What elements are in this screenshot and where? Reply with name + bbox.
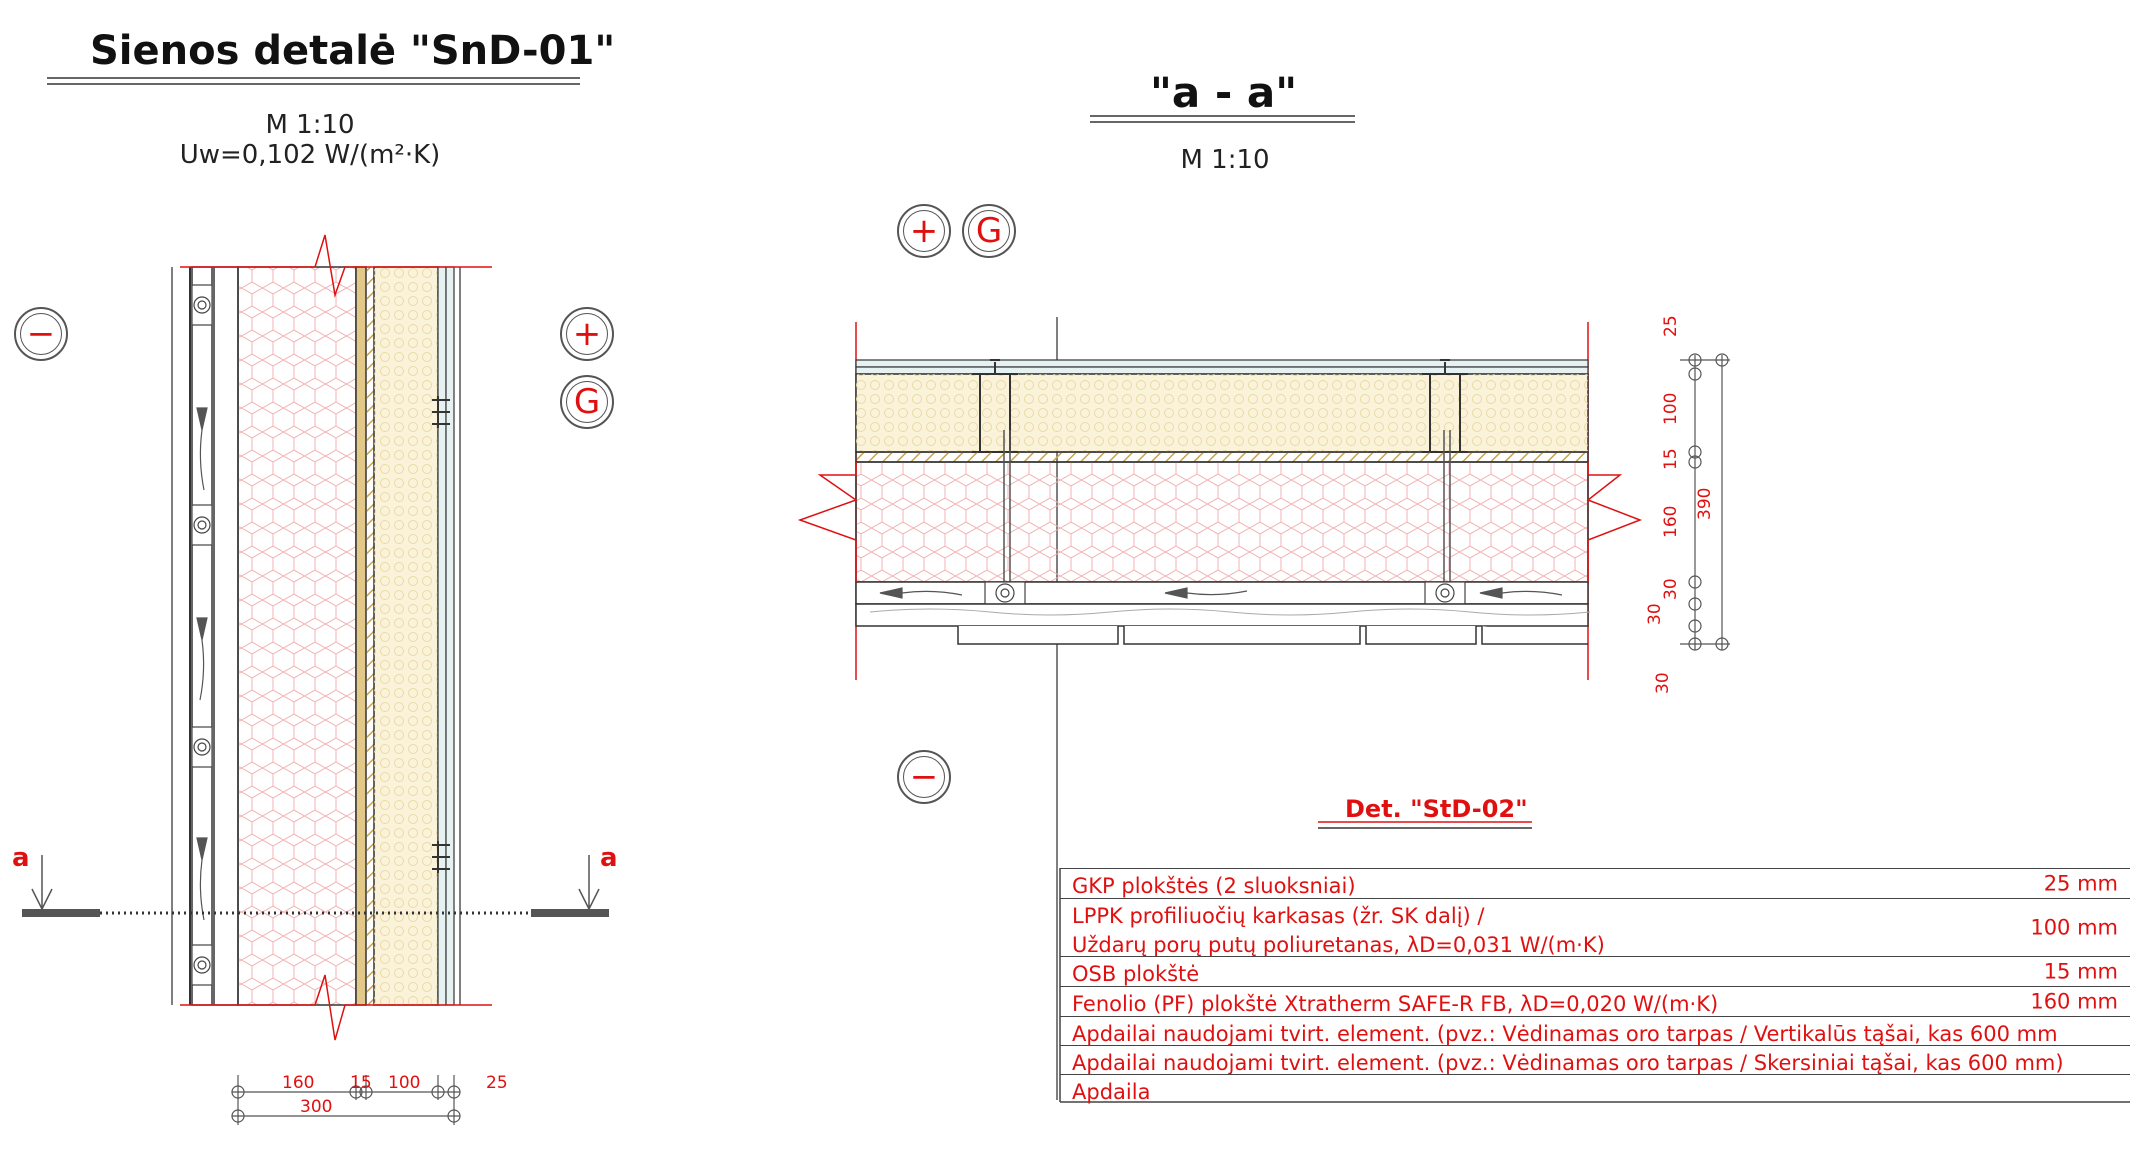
- right-dimensions: [1680, 353, 1730, 651]
- ground-symbol-left: G: [560, 375, 614, 429]
- exterior-symbol-left: +: [560, 307, 614, 361]
- dim-v-160: 160: [1661, 506, 1681, 538]
- legend-text: GKP plokštės (2 sluoksniai): [1072, 874, 1356, 898]
- section-mark-right: a: [600, 843, 618, 873]
- exterior-symbol-right: +: [897, 204, 951, 258]
- left-detail-title: Sienos detalė "SnD-01": [90, 28, 616, 74]
- batten-crosssections: [191, 284, 213, 986]
- dim-v-30b: 30: [1645, 603, 1665, 625]
- dimension-labels: 160 15 100 25 300 25 100 15 160 30 30 30…: [282, 315, 1715, 1117]
- dim-v-25: 25: [1661, 315, 1681, 337]
- cladding-boards: [957, 626, 1588, 645]
- dim-v-30a: 30: [1661, 578, 1681, 600]
- dim-25: 25: [486, 1073, 508, 1093]
- legend-thickness: 15 mm: [2043, 959, 2118, 983]
- legend-row: GKP plokštės (2 sluoksniai) 25 mm: [1060, 868, 2130, 898]
- dim-160: 160: [282, 1073, 314, 1093]
- dim-v-100: 100: [1661, 393, 1681, 425]
- legend-row: OSB plokštė 15 mm: [1060, 956, 2130, 986]
- air-gap-arrows: [196, 407, 208, 921]
- legend-text: Apdaila: [1072, 1080, 1151, 1104]
- legend-thickness: 100 mm: [2030, 915, 2118, 939]
- wall-section-horizontal: [797, 317, 1730, 1100]
- dim-15: 15: [350, 1073, 372, 1093]
- legend-row: Apdaila: [1060, 1074, 2130, 1104]
- title-underlines: [47, 77, 1532, 829]
- fixing-screws: [1003, 430, 1451, 590]
- legend-row: Apdailai naudojami tvirt. element. (pvz.…: [1060, 1016, 2130, 1046]
- legend-thickness: 25 mm: [2043, 871, 2118, 895]
- legend-thickness: 160 mm: [2030, 989, 2118, 1013]
- interior-symbol-right: −: [897, 750, 951, 804]
- dim-v-390: 390: [1695, 488, 1715, 520]
- steel-studs: [972, 359, 1468, 453]
- legend-row: LPPK profiliuočių karkasas (žr. SK dalį)…: [1060, 898, 2130, 957]
- wall-section-vertical: [22, 234, 609, 1125]
- left-dimensions: [231, 1075, 461, 1125]
- section-title: "a - a": [1150, 68, 1298, 117]
- section-scale: M 1:10: [1180, 145, 1270, 175]
- section-mark-left: a: [12, 843, 30, 873]
- legend-row: Fenolio (PF) plokštė Xtratherm SAFE-R FB…: [1060, 986, 2130, 1016]
- legend-text-line2: Uždarų porų putų poliuretanas, λD=0,031 …: [1072, 933, 1605, 957]
- ground-symbol-right: G: [962, 204, 1016, 258]
- dim-300: 300: [300, 1097, 332, 1117]
- legend-text: OSB plokštė: [1072, 962, 1200, 986]
- legend-text: Apdailai naudojami tvirt. element. (pvz.…: [1072, 1051, 2064, 1075]
- legend-text: Fenolio (PF) plokštė Xtratherm SAFE-R FB…: [1072, 992, 1719, 1016]
- legend-text: LPPK profiliuočių karkasas (žr. SK dalį)…: [1072, 904, 1485, 928]
- left-detail-scale: M 1:10: [265, 110, 355, 140]
- legend-title: Det. "StD-02": [1345, 795, 1528, 823]
- profile-brackets: [432, 396, 450, 873]
- dim-v-15: 15: [1661, 448, 1681, 470]
- interior-symbol-left: −: [14, 307, 68, 361]
- u-value: Uw=0,102 W/(m²·K): [179, 140, 441, 170]
- dim-100: 100: [388, 1073, 420, 1093]
- legend-row: Apdailai naudojami tvirt. element. (pvz.…: [1060, 1045, 2130, 1075]
- dim-v-30c: 30: [1653, 672, 1673, 694]
- legend-text: Apdailai naudojami tvirt. element. (pvz.…: [1072, 1022, 2058, 1046]
